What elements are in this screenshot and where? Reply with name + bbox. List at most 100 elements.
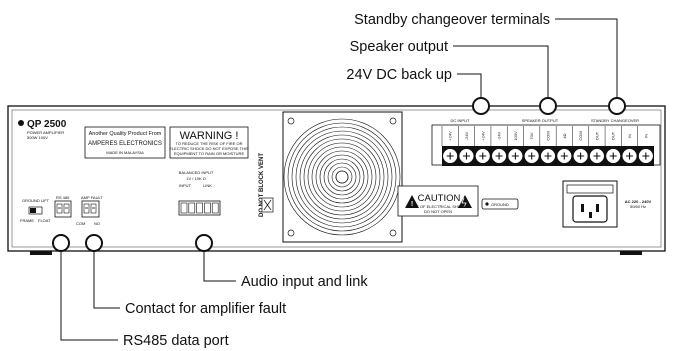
balanced-input-pin (188, 202, 196, 214)
speaker-callout-circle (539, 97, 557, 115)
terminal-label: 4Ω (562, 133, 567, 138)
rs485-terminal-block: RS 485 (54, 195, 72, 218)
cooling-fan (282, 111, 403, 243)
ground-terminal: GROUND (481, 198, 519, 210)
terminal-label: COM (578, 131, 583, 140)
terminal-label: OUT (611, 131, 616, 140)
fan-mount-screw (389, 117, 397, 125)
terminal-screw-slot (544, 152, 552, 160)
fault-callout-label: Contact for amplifier fault (125, 301, 286, 317)
brand-line-2: AMPERES ELECTRONICS (88, 141, 162, 147)
terminal-screw-slot (577, 152, 585, 160)
terminal-screw-slot (479, 152, 487, 160)
chassis-foot-right (620, 251, 642, 255)
warning-line-1: TO REDUCE THE RISK OF FIRE OR (176, 141, 243, 146)
fan-hub (335, 170, 349, 184)
balanced-input-sub: 1V / 10K Ω (186, 176, 205, 181)
caution-title: CAUTION (418, 193, 461, 204)
fan-grille-ring (287, 122, 397, 232)
brand-line-3: MADE IN MALAYSIA (106, 150, 144, 155)
rs485-callout-circle (52, 234, 70, 252)
terminal-label: IN (627, 134, 632, 138)
model-rating: 500W 100V (27, 135, 48, 140)
fan-mount-screw (389, 229, 397, 237)
fan-grille-ring (303, 138, 381, 216)
terminal-label: IN (643, 134, 648, 138)
ac-voltage-label: AC 220 - 240V (625, 199, 652, 204)
link-label: LINK (203, 183, 212, 188)
warning-title: WARNING ! (180, 130, 239, 142)
balanced-input-pin (180, 202, 188, 214)
brand-box: Another Quality Product From AMPERES ELE… (84, 126, 166, 159)
terminal-screw-slot (593, 152, 601, 160)
standby-leader-line (555, 18, 618, 98)
logo-icon (18, 120, 24, 126)
warning-line-2: ELECTRIC SHOCK DO NOT EXPOSE THIS (169, 146, 249, 151)
terminal-screw-slot (560, 152, 568, 160)
terminal-label: +24V (480, 131, 485, 141)
terminal-label: 70V (529, 132, 534, 139)
terminal-screw-slot (511, 152, 519, 160)
speaker-callout-label: Speaker output (350, 39, 448, 55)
standby-changeover-label: STANDBY CHANGEOVER (591, 118, 639, 123)
warning-box: WARNING ! TO REDUCE THE RISK OF FIRE OR … (169, 126, 249, 159)
fan-grille-ring (331, 166, 353, 188)
balanced-input-title: BALANCED INPUT (179, 170, 214, 175)
chassis-foot-left (30, 251, 52, 255)
fan-mount-screw (287, 117, 295, 125)
balanced-input-block: BALANCED INPUT 1V / 10K Ω INPUT LINK (178, 170, 221, 216)
dc-input-label: DC INPUT (451, 118, 470, 123)
fan-grille-ring (295, 130, 389, 224)
fan-grille-ring (299, 134, 385, 220)
audio-callout-label: Audio input and link (241, 274, 368, 290)
amp-fault-label: AMP FAULT (81, 195, 103, 200)
audio-callout-circle (195, 234, 213, 252)
input-label: INPUT (179, 183, 192, 188)
terminal-screw-slot (642, 152, 650, 160)
model-subtitle: POWER AMPLIFIER (27, 130, 64, 135)
amp-fault-terminal-block: AMP FAULT COM NO (76, 195, 103, 226)
callout-leader-lines (60, 18, 618, 341)
brand-line-1: Another Quality Product From (89, 131, 162, 137)
terminal-label: -24V (464, 131, 469, 140)
speaker-terminal-strip: DC INPUT SPEAKER OUTPUT STANDBY CHANGEOV… (431, 118, 661, 166)
frame-label: FRAME (20, 218, 34, 223)
terminal-screw-slot (528, 152, 536, 160)
standby-callout-label: Standby changeover terminals (354, 12, 550, 28)
dc-backup-callout-circle (472, 97, 490, 115)
terminal-label: 100V (513, 131, 518, 141)
rs485-callout-label: RS485 data port (123, 333, 229, 349)
rs485-label: RS 485 (56, 195, 70, 200)
speaker-leader-line (453, 45, 549, 98)
caution-line-1: RISK OF ELECTRICAL SHOCK (410, 204, 467, 209)
fan-grille-ring (283, 118, 401, 236)
fan-grille-ring (319, 154, 365, 200)
terminal-screw-slot (495, 152, 503, 160)
do-not-block-vent: DO NOT BLOCK VENT (259, 153, 265, 217)
terminal-label: COM (546, 131, 551, 140)
terminal-screw-slot (446, 152, 454, 160)
terminal-label: OUT (594, 131, 599, 140)
ac-power-inlet: AC 220 - 240V 50/60 Hz (562, 180, 652, 228)
caution-line-2: DO NOT OPEN (424, 209, 452, 214)
fan-grille-ring (315, 150, 369, 204)
fan-grille-ring (291, 126, 393, 228)
warning-line-3: EQUIPMENT TO RAIN OR MOISTURE (174, 151, 245, 156)
terminal-label: +24V (448, 131, 453, 141)
terminal-screw-slot (626, 152, 634, 160)
fan-grille-ring (327, 162, 357, 192)
model-name: QP 2500 (27, 119, 67, 130)
model-badge: QP 2500 POWER AMPLIFIER 500W 100V (18, 119, 67, 140)
chassis-inner-border (11, 109, 662, 248)
dc-backup-callout-label: 24V DC back up (346, 67, 452, 83)
float-label: FLOAT (38, 218, 51, 223)
caution-label: ! CAUTION RISK OF ELECTRICAL SHOCK DO NO… (397, 185, 479, 217)
terminal-screw-slot (609, 152, 617, 160)
fan-grille-ring (311, 146, 373, 208)
fault-callout-circle (85, 234, 103, 252)
terminal-label: -24V (497, 131, 502, 140)
svg-text:!: ! (411, 201, 413, 208)
vent-warning-icon (261, 197, 274, 213)
ac-frequency-label: 50/60 Hz (630, 204, 646, 209)
